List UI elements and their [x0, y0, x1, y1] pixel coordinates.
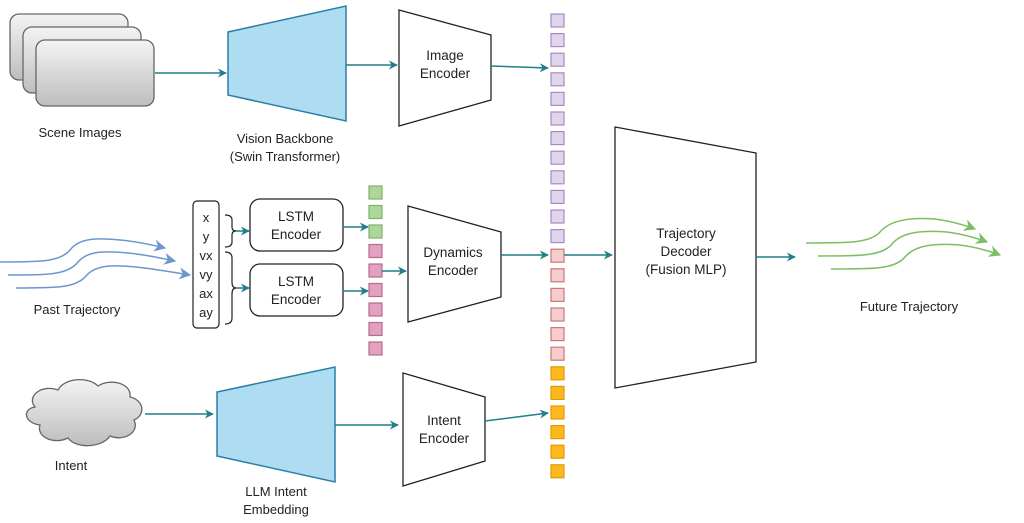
- token-image: [550, 91, 565, 107]
- intent-label: Intent: [55, 458, 88, 473]
- past-trajectory-label: Past Trajectory: [34, 302, 121, 317]
- lstm-encoder-1-node: LSTM Encoder: [249, 198, 344, 252]
- braces: [224, 214, 237, 325]
- token-dynamics: [550, 287, 565, 302]
- dynamics-encoder-label-1: Dynamics: [423, 245, 483, 260]
- intent-encoder-shape: [402, 372, 486, 487]
- llm-embedding-label-2: Embedding: [243, 502, 309, 517]
- token-image: [550, 131, 565, 146]
- intent-encoder-node: Intent Encoder: [402, 372, 486, 487]
- token-image: [550, 13, 565, 28]
- lstm-encoder-2-label-1: LSTM: [278, 274, 314, 289]
- image-encoder-label-2: Encoder: [420, 66, 471, 81]
- past-trajectory-curve-1: [0, 238, 167, 263]
- past-trajectory-curve-3: [15, 265, 192, 289]
- state-x: x: [203, 210, 210, 225]
- state-vx: vx: [200, 248, 214, 263]
- lstm-encoder-1-box: [249, 198, 344, 252]
- image-encoder-node: Image Encoder: [398, 9, 492, 127]
- llm-embedding-shape: [216, 366, 336, 483]
- token-intent: [550, 405, 565, 420]
- scene-images-label: Scene Images: [38, 125, 122, 140]
- token-intent: [550, 425, 565, 440]
- lstm-encoder-1-label-2: Encoder: [271, 227, 322, 242]
- token-kinematics: [368, 302, 383, 317]
- vision-backbone-label-2: (Swin Transformer): [230, 149, 341, 164]
- token-kinematics: [368, 341, 383, 356]
- brace-kinematics: [224, 251, 237, 325]
- token-image: [550, 111, 565, 126]
- future-trajectory-curve-1: [805, 217, 977, 244]
- past-trajectory-node: [0, 238, 192, 289]
- lstm-encoder-2-box: [249, 263, 344, 317]
- trajectory-decoder-label-2: Decoder: [660, 244, 712, 259]
- token-dynamics: [550, 327, 565, 342]
- future-trajectory-curve-2: [817, 230, 989, 257]
- token-image: [550, 189, 565, 204]
- token-intent: [550, 464, 565, 479]
- intent-node: Intent: [25, 379, 143, 473]
- fusion-tokens: [550, 13, 565, 479]
- arrow-image-encoder-to-tokens: [490, 63, 549, 73]
- lstm-encoder-2-node: LSTM Encoder: [249, 263, 344, 317]
- future-trajectory-node: [805, 217, 1002, 270]
- token-image: [550, 32, 565, 48]
- dynamics-encoder-node: Dynamics Encoder: [407, 205, 502, 323]
- token-kinematics: [368, 263, 383, 278]
- lstm-encoder-2-label-2: Encoder: [271, 292, 322, 307]
- lstm-encoder-1-label-1: LSTM: [278, 209, 314, 224]
- token-image: [550, 170, 565, 185]
- token-intent: [550, 385, 565, 400]
- dynamics-encoder-label-2: Encoder: [428, 263, 479, 278]
- state-y: y: [203, 229, 210, 244]
- intent-encoder-label-1: Intent: [427, 413, 461, 428]
- vision-backbone-shape: [227, 5, 347, 122]
- token-dynamics: [550, 248, 565, 263]
- arrow-intent-encoder-to-tokens: [484, 409, 549, 422]
- intent-encoder-label-2: Encoder: [419, 431, 470, 446]
- token-image: [550, 209, 565, 224]
- token-dynamics: [550, 307, 565, 322]
- token-intent: [550, 444, 565, 459]
- token-kinematics: [368, 282, 383, 298]
- vision-backbone-node: Vision Backbone (Swin Transformer): [227, 5, 347, 164]
- lstm-output-tokens: [368, 185, 383, 356]
- token-kinematics: [368, 321, 383, 337]
- image-encoder-label-1: Image: [426, 48, 464, 63]
- dynamics-encoder-shape: [407, 205, 502, 323]
- future-trajectory-label: Future Trajectory: [860, 299, 959, 314]
- token-dynamics: [550, 268, 565, 283]
- token-position: [368, 224, 383, 239]
- trajectory-decoder-shape: [614, 126, 757, 389]
- token-image: [550, 150, 565, 165]
- token-image: [550, 229, 565, 244]
- llm-intent-embedding-node: LLM Intent Embedding: [216, 366, 336, 517]
- state-ay: ay: [199, 305, 213, 320]
- token-image: [550, 72, 565, 87]
- state-vector-node: x y vx vy ax ay: [192, 200, 220, 329]
- token-image: [550, 52, 565, 67]
- cloud-icon: [25, 379, 143, 447]
- past-trajectory-curve-2: [7, 251, 177, 276]
- image-card-front: [35, 39, 155, 107]
- trajectory-decoder-label-3: (Fusion MLP): [645, 262, 726, 277]
- state-vy: vy: [200, 267, 214, 282]
- vision-backbone-label-1: Vision Backbone: [237, 131, 334, 146]
- token-position: [368, 185, 383, 200]
- state-ax: ax: [199, 286, 213, 301]
- state-vector-box: [192, 200, 220, 329]
- token-dynamics: [550, 346, 565, 361]
- image-encoder-shape: [398, 9, 492, 127]
- trajectory-decoder-node: Trajectory Decoder (Fusion MLP): [614, 126, 757, 389]
- llm-embedding-label-1: LLM Intent: [245, 484, 307, 499]
- token-intent: [550, 366, 565, 381]
- trajectory-decoder-label-1: Trajectory: [656, 226, 716, 241]
- brace-position: [224, 214, 237, 248]
- token-kinematics: [368, 243, 383, 259]
- scene-images-node: Scene Images: [9, 13, 155, 140]
- future-trajectory-curve-3: [830, 243, 1002, 270]
- token-position: [368, 204, 383, 220]
